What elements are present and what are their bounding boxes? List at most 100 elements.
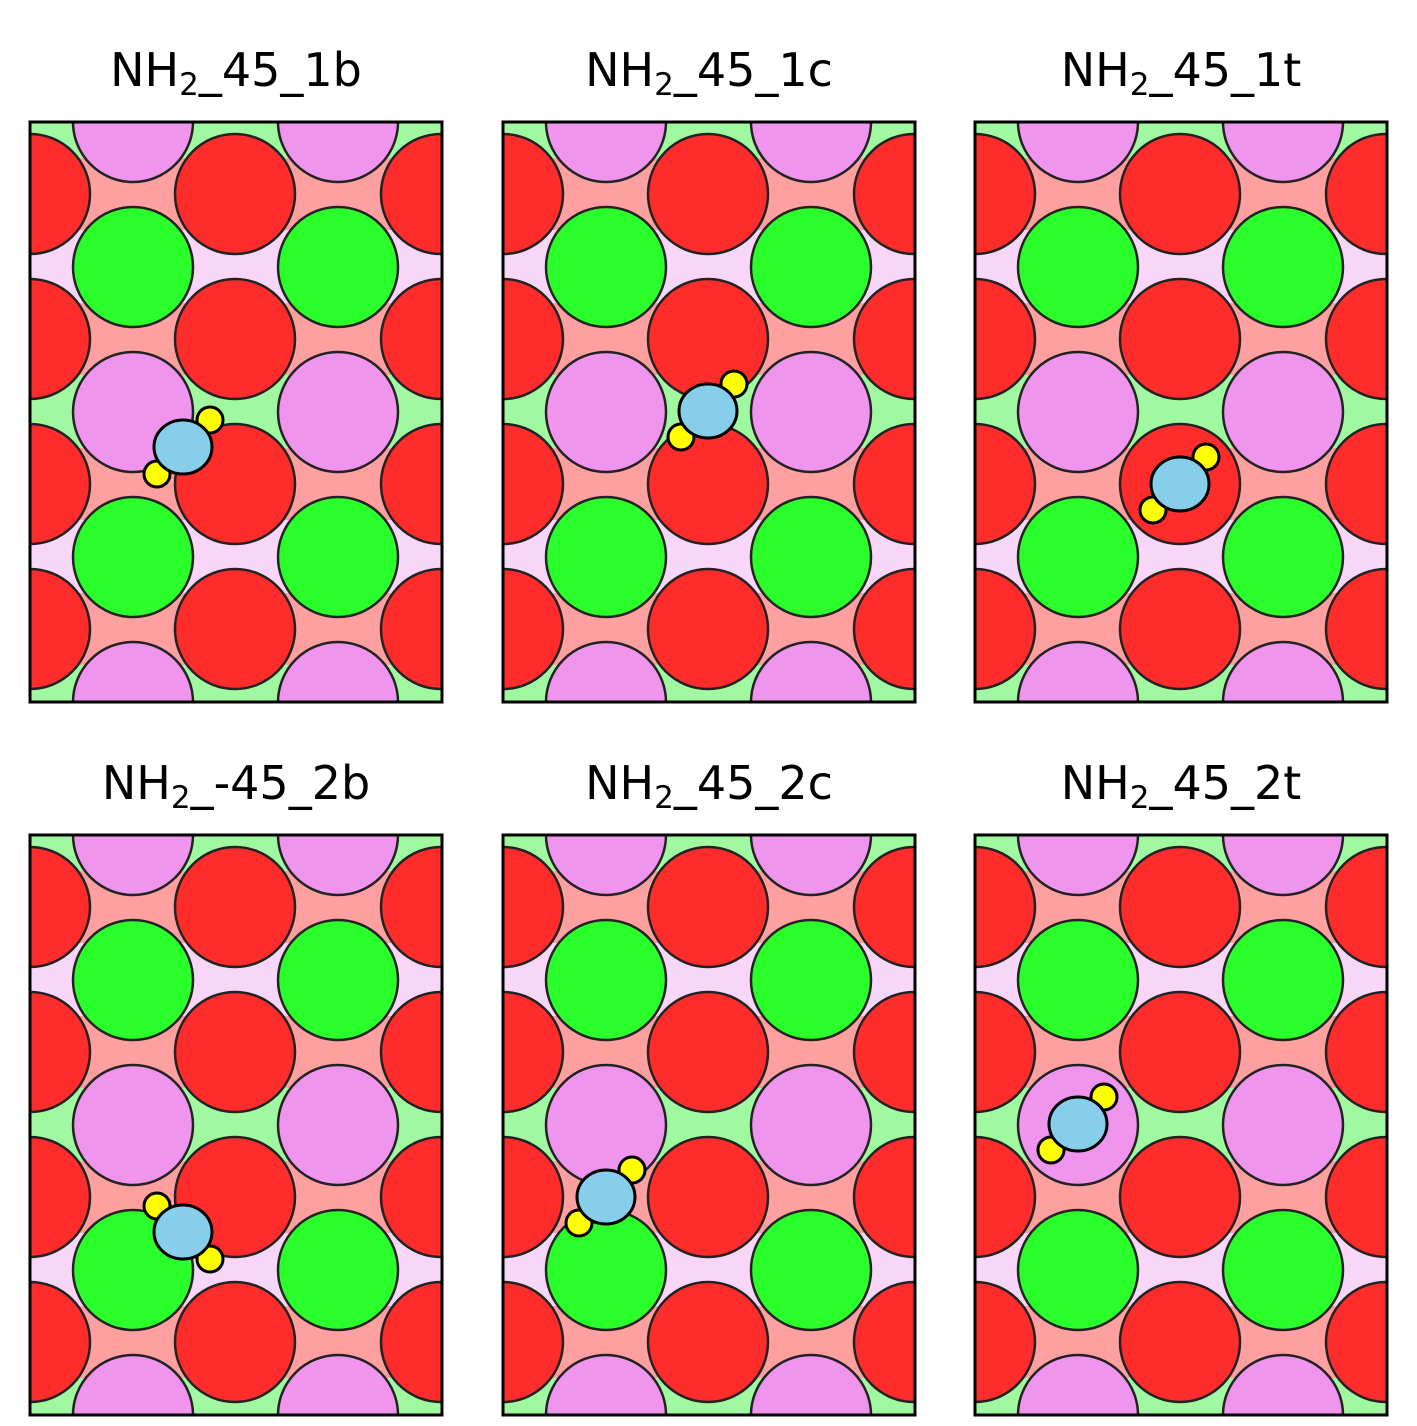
red-atom xyxy=(1118,1135,1242,1259)
panel-title: NH2_-45_2b xyxy=(101,756,371,816)
pink-atom xyxy=(1221,1353,1345,1415)
red-atom xyxy=(975,422,1037,546)
green-atom xyxy=(1221,205,1345,329)
green-atom xyxy=(544,918,668,1042)
pink-atom xyxy=(1016,835,1140,897)
pink-atom xyxy=(1221,835,1345,897)
pink-atom xyxy=(749,350,873,474)
red-atom xyxy=(30,422,92,546)
green-atom xyxy=(1221,1208,1345,1332)
pink-atom xyxy=(544,640,668,702)
red-atom xyxy=(173,132,297,256)
green-atom xyxy=(749,1208,873,1332)
pink-atom xyxy=(276,350,400,474)
surface-diagram xyxy=(501,120,917,704)
red-atom xyxy=(1118,1280,1242,1404)
red-atom xyxy=(975,132,1037,256)
red-atom xyxy=(646,567,770,691)
red-atom xyxy=(646,422,770,546)
green-atom xyxy=(276,1208,400,1332)
surface-lattice xyxy=(975,122,1387,702)
pink-atom xyxy=(71,640,195,702)
panel-title: NH2_45_2c xyxy=(585,756,833,816)
nitrogen-atom xyxy=(575,1168,637,1226)
red-atom xyxy=(173,567,297,691)
red-atom xyxy=(503,422,565,546)
red-atom xyxy=(646,277,770,401)
red-atom xyxy=(30,990,92,1114)
green-atom xyxy=(544,1208,668,1332)
red-atom xyxy=(503,567,565,691)
pink-atom xyxy=(1221,350,1345,474)
pink-atom xyxy=(544,1353,668,1415)
green-atom xyxy=(276,205,400,329)
red-atom xyxy=(646,845,770,969)
surface-diagram xyxy=(28,120,444,704)
nitrogen-atom xyxy=(1047,1095,1109,1153)
red-atom xyxy=(173,1280,297,1404)
panel-frame xyxy=(501,833,917,1417)
green-atom xyxy=(749,495,873,619)
panel-title: NH2_45_1t xyxy=(1060,43,1302,103)
nh2-molecule xyxy=(142,405,225,489)
red-atom xyxy=(503,845,565,969)
pink-atom xyxy=(1016,350,1140,474)
pink-atom xyxy=(544,122,668,184)
red-atom xyxy=(975,567,1037,691)
surface-lattice xyxy=(503,835,915,1415)
pink-atom xyxy=(276,1063,400,1187)
red-atom xyxy=(975,845,1037,969)
panel-frame xyxy=(501,120,917,704)
green-atom xyxy=(276,495,400,619)
red-atom xyxy=(30,132,92,256)
red-atom xyxy=(173,845,297,969)
red-atom xyxy=(1118,277,1242,401)
red-atom xyxy=(503,1135,565,1259)
pink-atom xyxy=(71,1063,195,1187)
panel-title: NH2_45_2t xyxy=(1060,756,1302,816)
nitrogen-atom xyxy=(1149,455,1211,513)
pink-atom xyxy=(749,122,873,184)
red-atom xyxy=(646,990,770,1114)
red-atom xyxy=(30,1280,92,1404)
nitrogen-atom xyxy=(677,382,739,440)
nh2-molecule xyxy=(666,369,749,452)
surface-lattice xyxy=(30,122,442,702)
panel-title: NH2_45_1b xyxy=(110,43,362,103)
pink-atom xyxy=(544,1063,668,1187)
pink-atom xyxy=(71,1353,195,1415)
red-atom xyxy=(1118,132,1242,256)
nh2-molecule xyxy=(142,1191,225,1274)
surface-lattice xyxy=(975,835,1387,1415)
green-atom xyxy=(1221,495,1345,619)
red-atom xyxy=(503,990,565,1114)
pink-atom xyxy=(1221,640,1345,702)
pink-atom xyxy=(71,835,195,897)
pink-atom xyxy=(276,835,400,897)
pink-atom xyxy=(1016,1353,1140,1415)
nitrogen-atom xyxy=(152,418,214,476)
green-atom xyxy=(749,918,873,1042)
pink-atom xyxy=(71,122,195,184)
green-atom xyxy=(1016,495,1140,619)
pink-atom xyxy=(544,350,668,474)
green-atom xyxy=(749,205,873,329)
pink-atom xyxy=(1221,122,1345,184)
green-atom xyxy=(1016,918,1140,1042)
red-atom xyxy=(975,1280,1037,1404)
green-atom xyxy=(276,918,400,1042)
red-atom xyxy=(1118,990,1242,1114)
pink-atom xyxy=(749,1063,873,1187)
pink-atom xyxy=(749,1353,873,1415)
pink-atom xyxy=(1221,1063,1345,1187)
green-atom xyxy=(1221,918,1345,1042)
pink-atom xyxy=(544,835,668,897)
red-atom xyxy=(503,1280,565,1404)
green-atom xyxy=(1016,205,1140,329)
pink-atom xyxy=(749,835,873,897)
nitrogen-atom xyxy=(152,1203,214,1261)
green-atom xyxy=(544,495,668,619)
red-atom xyxy=(30,1135,92,1259)
red-atom xyxy=(173,990,297,1114)
surface-diagram xyxy=(973,120,1389,704)
